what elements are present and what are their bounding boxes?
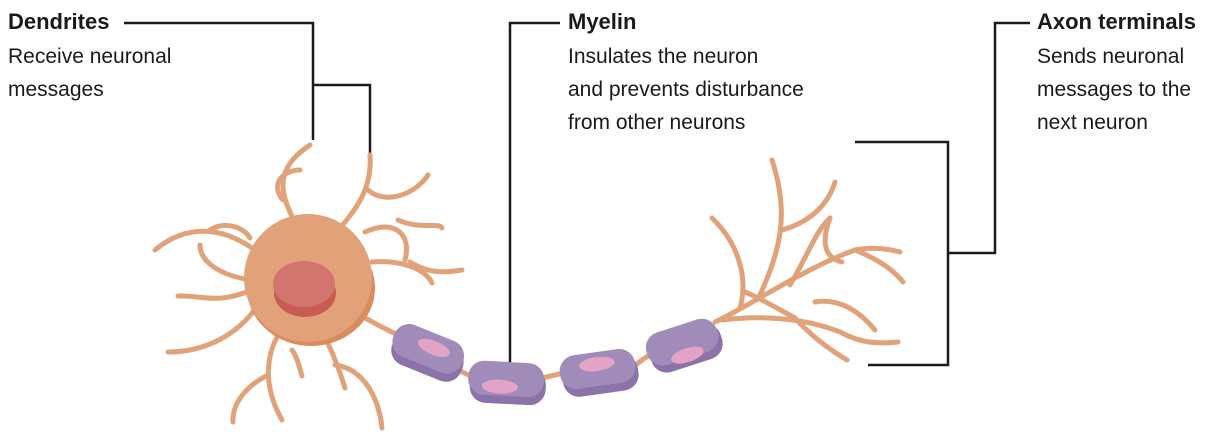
dendrite-branch: [230, 372, 271, 425]
axon-terminal-branches: [709, 157, 906, 363]
dendrite-branch: [332, 362, 385, 431]
dendrites-leader-line: [124, 21, 372, 155]
dendrite-branch: [207, 223, 253, 241]
myelin-sheaths: [391, 318, 723, 406]
terminal-branch: [787, 215, 833, 288]
dendrite-branch: [165, 302, 261, 355]
dendrite-branch: [407, 259, 465, 275]
terminal-branch: [852, 247, 906, 285]
myelin-desc-line-2: and prevents disturbance: [568, 78, 804, 101]
dendrite-branch: [369, 259, 435, 286]
dendrite-branches: [152, 142, 465, 431]
myelin-desc-line-3: from other neurons: [568, 111, 746, 134]
dendrite-branch: [275, 167, 303, 203]
nucleus: [273, 261, 335, 307]
terminal-branch: [779, 179, 838, 233]
dendrites-desc-line-1: Receive neuronal: [8, 45, 172, 68]
dendrite-branch: [175, 287, 255, 301]
dendrites-desc-line-2: messages: [8, 78, 104, 101]
dendrites-label: Dendrites Receive neuronal messages: [8, 8, 171, 106]
axon-terminals-description: Sends neuronal messages to the next neur…: [1037, 40, 1196, 139]
myelin-sheath: [468, 360, 546, 406]
dendrites-title: Dendrites: [8, 9, 110, 34]
dendrite-branch: [197, 242, 253, 283]
myelin-sheath: [645, 318, 723, 373]
leader-lines: [124, 21, 1030, 368]
dendrite-branch: [337, 152, 373, 231]
soma: [244, 214, 375, 346]
axon-terminals-desc-line-1: Sends neuronal: [1037, 45, 1185, 68]
myelin-sheath: [391, 324, 465, 382]
axon-terminals-desc-line-3: next neuron: [1037, 111, 1148, 134]
dendrite-branch: [362, 224, 409, 263]
myelin-label: Myelin Insulates the neuron and prevents…: [568, 8, 804, 139]
myelin-leader-line: [508, 21, 560, 368]
terminal-branch: [719, 315, 843, 335]
terminal-branch: [792, 315, 850, 363]
myelin-sheath: [559, 348, 639, 397]
terminal-branch: [757, 157, 784, 298]
axon-terminals-desc-line-2: messages to the: [1037, 78, 1192, 101]
dendrite-branch: [365, 172, 431, 200]
terminal-branch: [837, 329, 901, 346]
dendrites-description: Receive neuronal messages: [8, 40, 171, 106]
axon-segment: [539, 370, 566, 381]
axon-terminals-title: Axon terminals: [1037, 9, 1196, 34]
dendrite-branch: [395, 217, 445, 231]
axon-terminals-leader-line: [855, 21, 1030, 367]
dendrite-branch: [289, 347, 305, 379]
dendrite-branch: [152, 228, 258, 253]
terminal-branch: [709, 215, 746, 311]
terminal-branch: [742, 289, 798, 321]
myelin-description: Insulates the neuron and prevents distur…: [568, 40, 804, 139]
terminal-branch: [812, 298, 878, 333]
myelin-desc-line-1: Insulates the neuron: [568, 45, 759, 68]
terminal-branch: [822, 215, 845, 265]
terminal-branch: [712, 247, 858, 325]
myelin-title: Myelin: [568, 9, 637, 34]
axon-terminals-label: Axon terminals Sends neuronal messages t…: [1037, 8, 1196, 139]
